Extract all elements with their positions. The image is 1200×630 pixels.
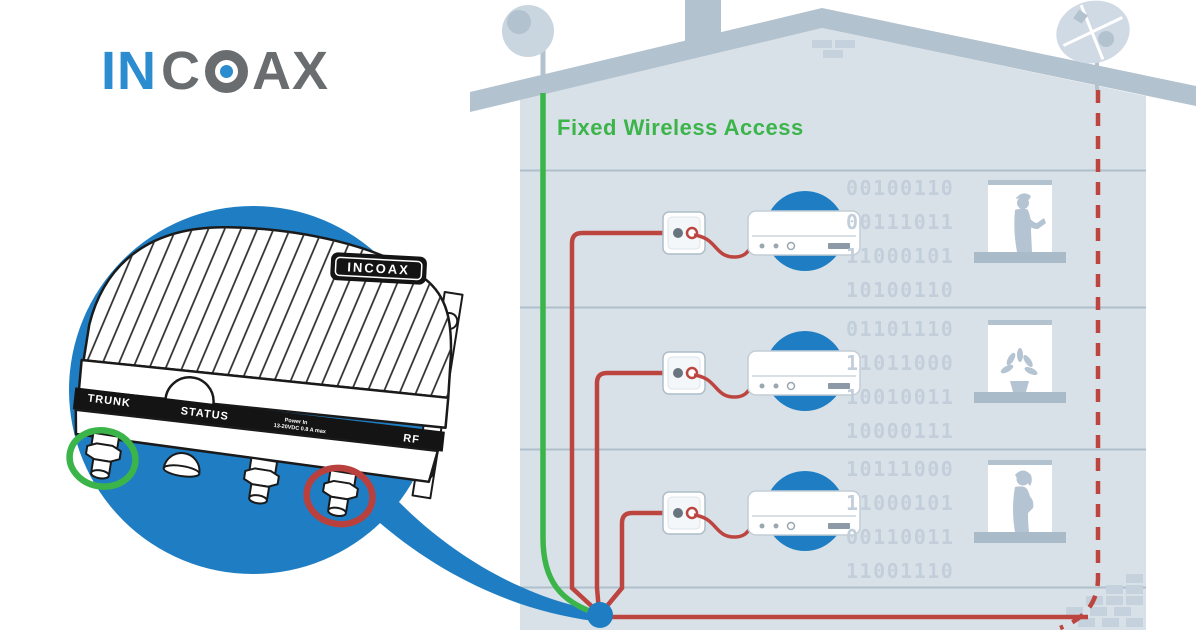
outdoor-unit: INCOAX TRUNK STATUS Power In 13-20VDC 0.…: [66, 226, 464, 528]
left-antenna-dish: [502, 5, 554, 57]
roof: [470, 8, 1196, 112]
dish-feed: [1098, 31, 1115, 48]
red-cable-floor-1: [569, 230, 663, 614]
left-antenna: [502, 5, 554, 96]
modem-floor-1: [747, 191, 861, 271]
binary-row: 00111011: [846, 210, 955, 234]
window-sill-1: [974, 252, 1066, 263]
rf-callout-ring: [303, 464, 376, 528]
junction-node: [587, 602, 613, 628]
device-front-band: [77, 358, 450, 430]
window-sill-3: [974, 532, 1066, 543]
right-antenna: [1056, 0, 1130, 90]
red-dashed-drop: [1059, 90, 1101, 630]
binary-row: 10000111: [846, 419, 955, 443]
outlet-floor-3: [662, 491, 706, 535]
port-label-power-1: Power In: [284, 418, 308, 427]
modem-brand-label-1: [828, 243, 850, 249]
port-label-rf: RF: [403, 432, 421, 446]
red-cable-floor-3: [600, 510, 663, 614]
binary-row: 10100110: [846, 278, 955, 302]
port-label-trunk: TRUNK: [87, 392, 132, 409]
logo-letter-o-glyph: [205, 49, 248, 93]
window-floor-2: [974, 320, 1066, 403]
trunk-connector: [85, 431, 122, 480]
logo-o-center-dot: [220, 64, 233, 78]
power-connector: [243, 456, 280, 505]
windows: [974, 180, 1066, 543]
device-badge-text: INCOAX: [347, 259, 410, 277]
binary-block-floor-3: 10111000 11000101 00110011 11001110: [846, 452, 971, 588]
binary-row: 00110011: [846, 525, 955, 549]
binary-block-floor-2: 01101110 11011000 10010011 10000111: [846, 312, 971, 448]
logo-text-ax: AX: [252, 41, 330, 101]
modem-floor-3: [747, 471, 861, 551]
binary-row: 11011000: [846, 351, 955, 375]
binary-row: 01101110: [846, 317, 955, 341]
brick-decor-top: [812, 40, 855, 58]
binary-row: 11000101: [846, 491, 955, 515]
outlet-floor-2: [662, 351, 706, 395]
modem-brand-label-3: [828, 523, 850, 529]
green-trunk-cable: [540, 93, 599, 617]
binary-row: 10010011: [846, 385, 955, 409]
device-base: [74, 408, 440, 484]
rf-connector: [322, 469, 359, 518]
diagram-title: Fixed Wireless Access: [557, 115, 804, 140]
device-label-strip: [72, 387, 445, 452]
silhouette-standing-woman: [1013, 470, 1034, 532]
port-label-status: STATUS: [180, 405, 229, 423]
binary-block-floor-1: 00100110 00111011 11000101 10100110: [846, 171, 971, 307]
left-antenna-hub: [507, 10, 531, 34]
logo-text-in: IN: [101, 41, 157, 101]
binary-row: 11001110: [846, 559, 955, 583]
floor-equipment: [662, 191, 861, 551]
floor-lines: [520, 169, 1146, 589]
modem-brand-label-2: [828, 383, 850, 389]
window-sill-2: [974, 392, 1066, 403]
status-dome: [162, 452, 201, 478]
trunk-callout-ring: [66, 427, 139, 490]
silhouette-person-with-phone: [1014, 193, 1046, 252]
binary-row: 10111000: [846, 457, 955, 481]
binary-row: 00100110: [846, 176, 955, 200]
window-floor-1: [974, 180, 1066, 263]
outlet-floor-1: [662, 211, 706, 255]
device-badge: INCOAX: [330, 252, 427, 285]
silhouette-potted-plant: [1000, 348, 1038, 392]
window-floor-3: [974, 460, 1066, 543]
logo-text-c: C: [161, 41, 201, 101]
red-cable-floor-2: [594, 370, 663, 612]
red-riser-cables: [569, 230, 1088, 620]
modem-floor-2: [747, 331, 861, 411]
device-connectors: [85, 431, 359, 518]
binary-row: 11000101: [846, 244, 955, 268]
